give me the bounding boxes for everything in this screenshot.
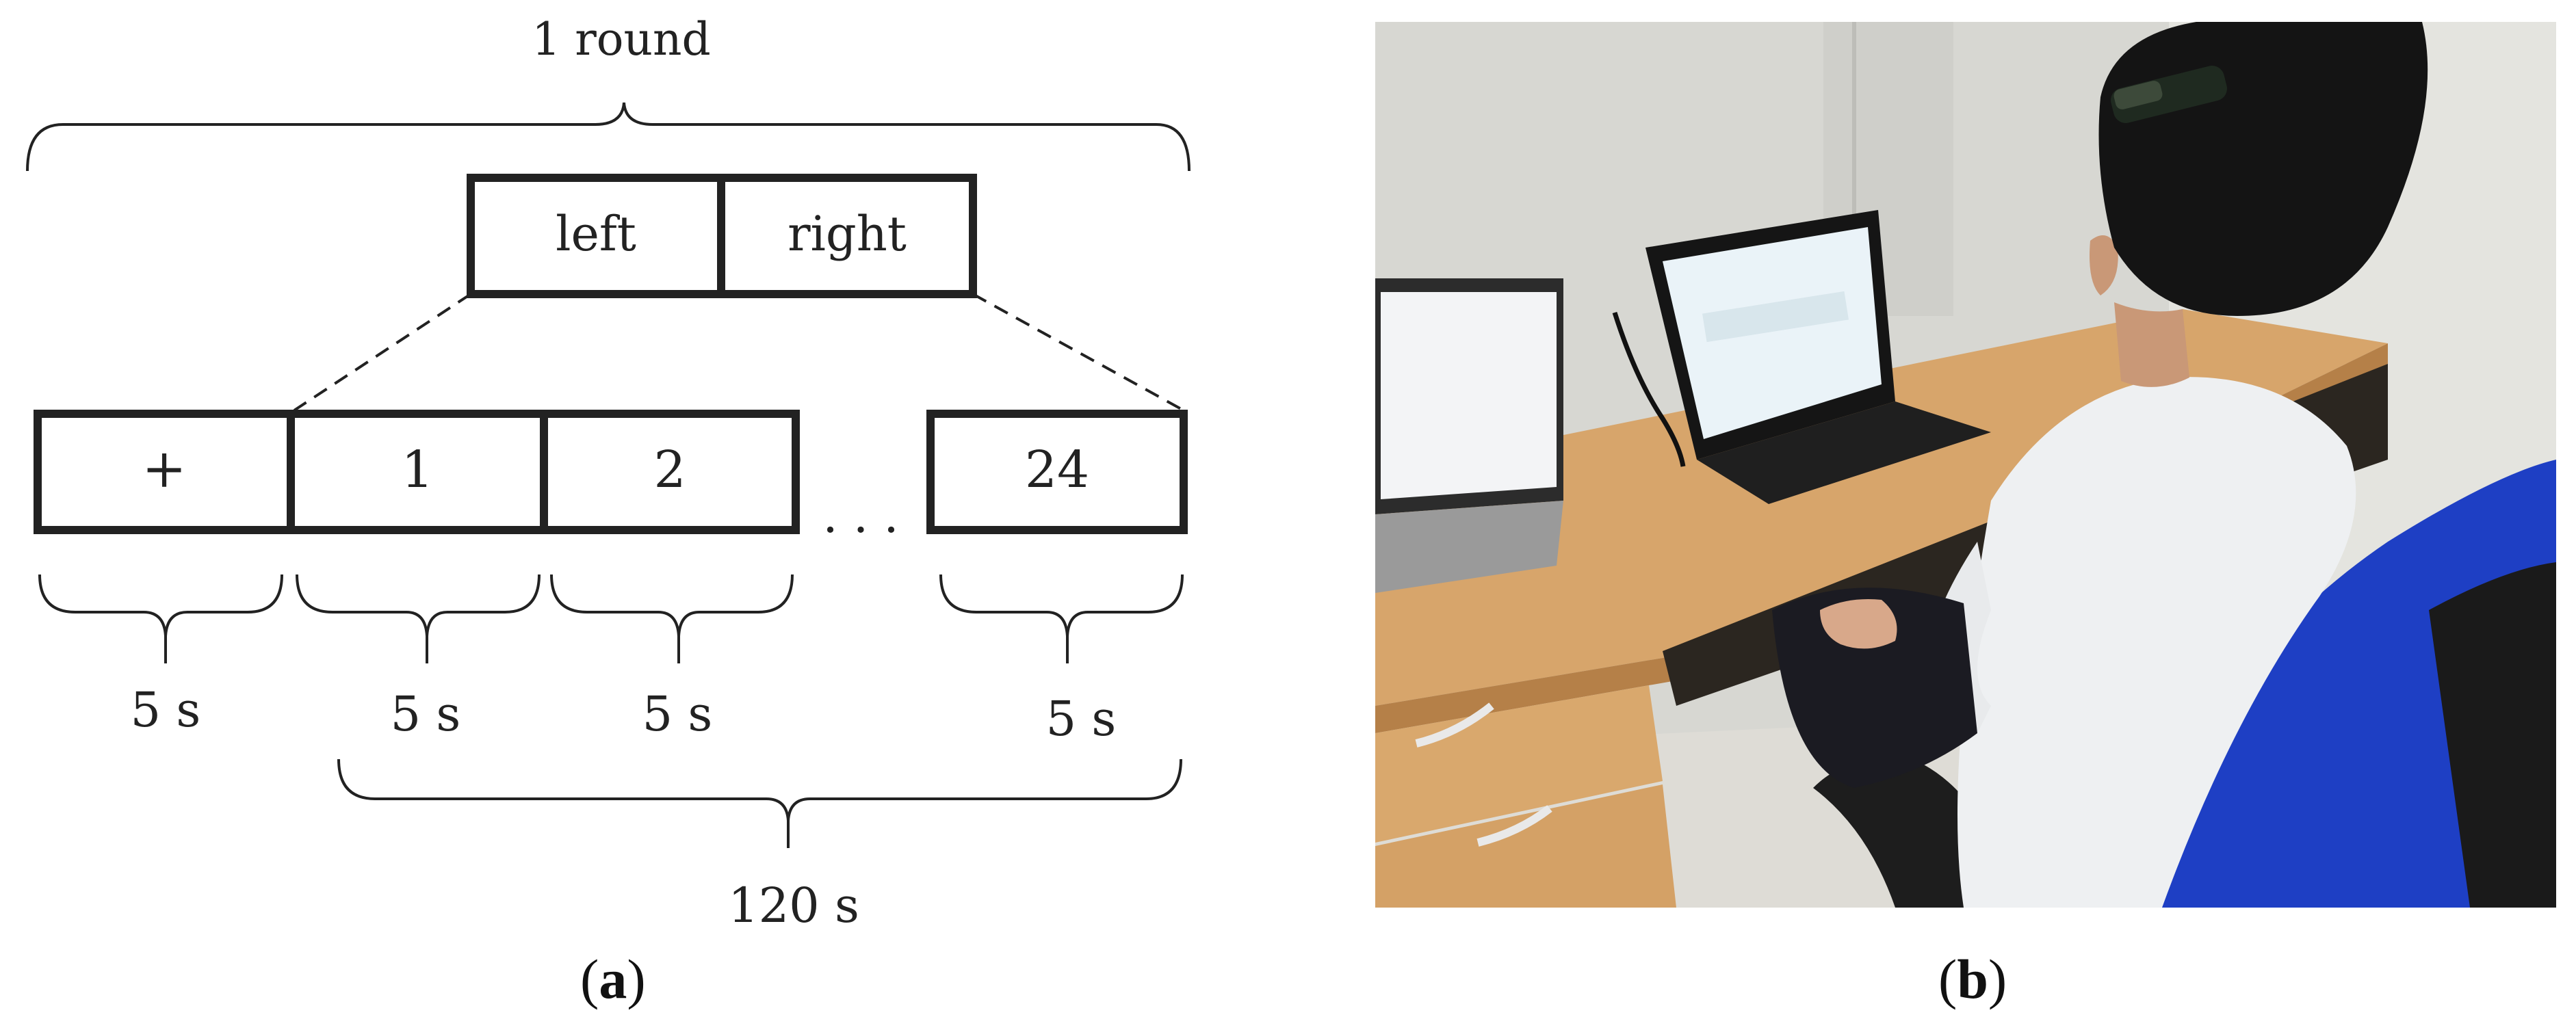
person-ear	[2090, 235, 2118, 295]
block-24	[926, 410, 1188, 534]
duration-brace-1	[296, 574, 541, 637]
drawer-handle-bottom	[1476, 805, 1552, 847]
laptop-cable	[1612, 311, 1686, 467]
desk-drawer-bottom	[1375, 784, 1676, 908]
person-legs	[1772, 587, 1977, 788]
laptop-front-keyboard	[1697, 401, 1991, 504]
expansion-line-left	[293, 293, 472, 412]
desk-edge	[1375, 343, 2388, 733]
block-fixation-label: +	[142, 438, 186, 500]
laptop-left-base	[1375, 501, 1563, 593]
panel-a-diagram	[26, 102, 1191, 848]
total-duration: 120 s	[728, 877, 859, 934]
duration-fixation: 5 s	[131, 682, 201, 738]
panel-a-caption: (a)	[580, 948, 646, 1010]
chair-back	[2118, 460, 2556, 908]
expansion-line-right	[972, 293, 1184, 412]
panel-a-caption-letter: a	[599, 948, 627, 1010]
duration-brace-2	[550, 574, 794, 637]
duration-brace-24	[939, 574, 1184, 637]
duration-block-24: 5 s	[1046, 691, 1117, 747]
drawer-handle-top	[1415, 702, 1494, 748]
duration-block-2: 5 s	[642, 686, 713, 742]
duration-brace-fixation	[38, 574, 283, 637]
round-label: 1 round	[532, 13, 711, 66]
ellipsis: . . .	[822, 488, 898, 544]
condition-right-label: right	[788, 206, 907, 262]
block-2-label: 2	[653, 440, 686, 499]
block-2	[540, 410, 800, 534]
panel-b-caption: (b)	[1938, 948, 2007, 1010]
desk-drawer-top	[1375, 685, 1663, 843]
panel-b-caption-letter: b	[1957, 948, 1988, 1010]
block-24-label: 24	[1025, 440, 1089, 499]
total-brace	[337, 758, 1182, 821]
duration-block-1: 5 s	[391, 686, 461, 742]
round-brace	[26, 102, 1191, 172]
condition-box-right	[717, 174, 977, 298]
condition-left-label: left	[556, 206, 636, 262]
eeg-headset	[2111, 66, 2227, 123]
participant-photo	[1375, 22, 2556, 908]
block-1-label: 1	[401, 440, 433, 499]
person-hand	[1820, 599, 1897, 649]
person-shirt	[1957, 377, 2356, 908]
person-neck	[2114, 302, 2189, 387]
